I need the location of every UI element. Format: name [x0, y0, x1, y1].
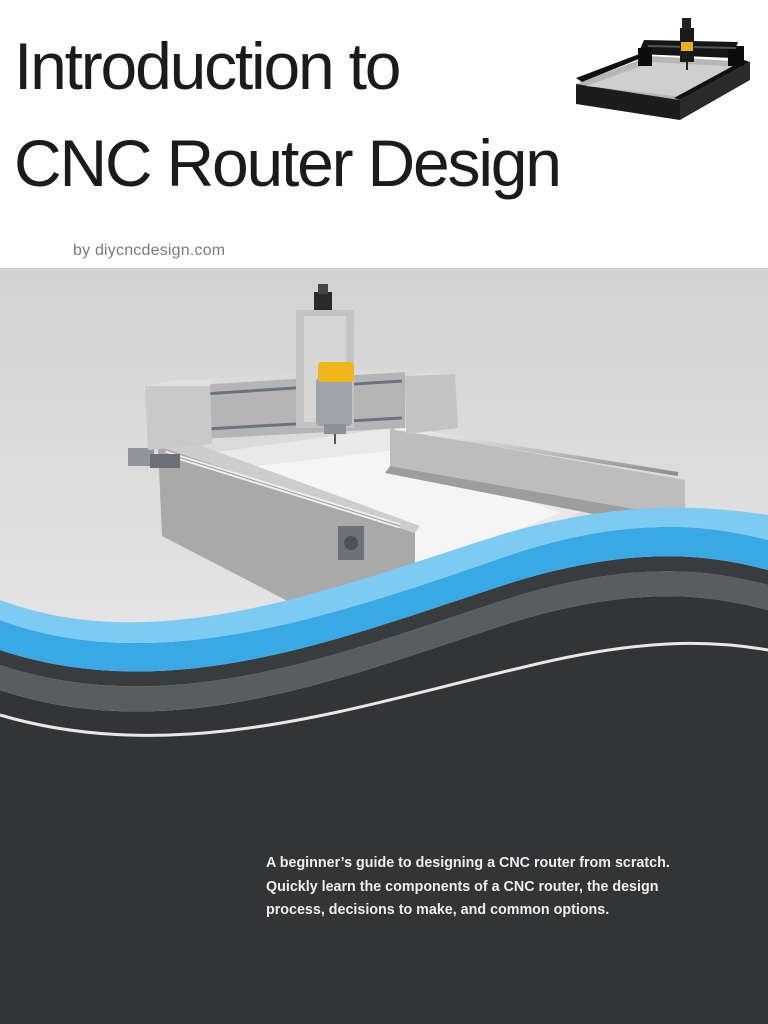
title-line-2: CNC Router Design	[14, 126, 562, 200]
cover-header: Introduction to CNC Router Design by diy…	[0, 0, 768, 268]
cnc-router-logo-icon	[576, 18, 750, 120]
byline: by diycncdesign.com	[73, 242, 226, 259]
tagline: A beginner’s guide to designing a CNC ro…	[266, 852, 736, 923]
tagline-line-2: Quickly learn the components of a CNC ro…	[266, 878, 659, 895]
page-title: Introduction to CNC Router Design	[14, 18, 562, 212]
tagline-line-3: process, decisions to make, and common o…	[266, 902, 610, 918]
tagline-line-1: A beginner’s guide to designing a CNC ro…	[266, 855, 670, 871]
wave-band	[0, 507, 768, 1024]
title-line-1: Introduction to	[14, 29, 401, 103]
